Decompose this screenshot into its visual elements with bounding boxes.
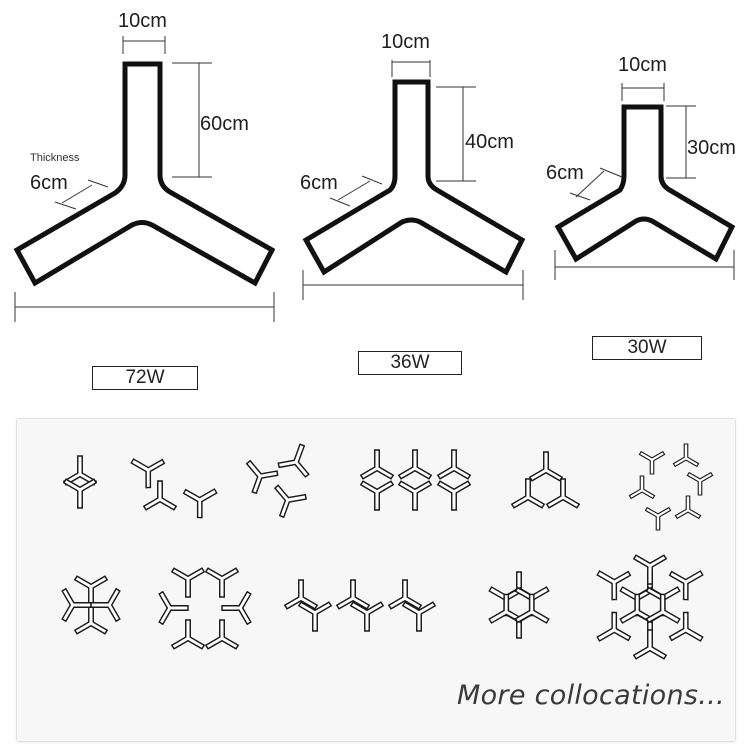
y-shape-medium-icon xyxy=(302,60,526,300)
collocation-triangle-cluster-icon xyxy=(511,451,580,509)
width-label: 10cm xyxy=(381,31,430,53)
thickness-caption: Thickness xyxy=(30,152,80,164)
collocation-ring-of-six-icon xyxy=(628,443,714,531)
y-shape-small-icon xyxy=(554,83,736,280)
thickness-label: 6cm xyxy=(30,172,68,194)
arm-length-label: 40cm xyxy=(465,131,514,153)
more-collocations-caption: More collocations... xyxy=(457,680,725,711)
y-shape-large-icon xyxy=(13,36,276,322)
collocation-hexagon-ring-icon xyxy=(158,567,252,650)
thickness-label: 6cm xyxy=(546,162,584,184)
power-label: 30W xyxy=(592,336,702,360)
arm-length-label: 30cm xyxy=(687,137,736,159)
width-label: 10cm xyxy=(618,54,667,76)
power-label: 72W xyxy=(92,366,198,390)
collocation-triple-cluster-icon xyxy=(235,438,319,519)
thickness-label: 6cm xyxy=(300,172,338,194)
width-label: 10cm xyxy=(118,10,167,32)
power-label: 36W xyxy=(358,351,462,375)
collocation-h-row-triple-icon xyxy=(360,449,471,511)
collocation-snowflake-twelve-icon xyxy=(589,554,711,660)
collocation-snowflake-six-icon xyxy=(481,571,557,639)
collocation-diamond-pair-icon xyxy=(63,455,97,509)
arm-length-label: 60cm xyxy=(200,113,249,135)
collocation-cross-four-icon xyxy=(61,575,121,635)
collocation-staggered-pairs-icon xyxy=(284,579,436,632)
collocation-zigzag-chain-icon xyxy=(123,446,225,521)
